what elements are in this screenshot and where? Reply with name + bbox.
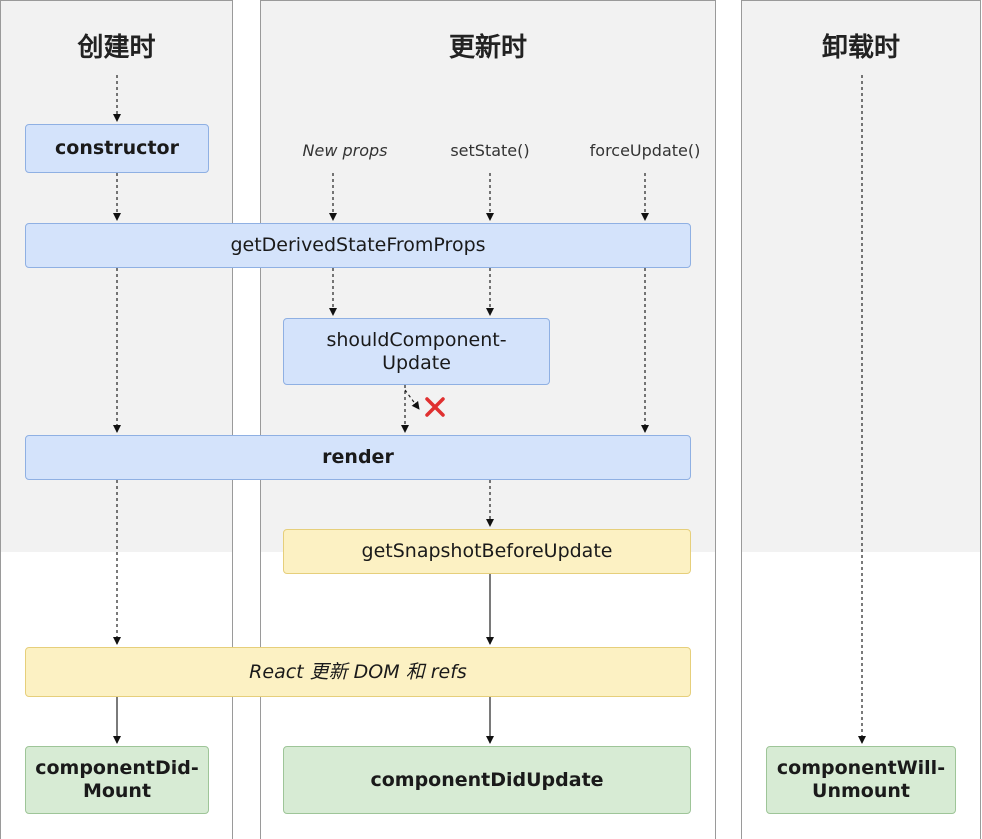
- mount-column-title: 创建时: [77, 33, 156, 63]
- constructor-box: constructor: [25, 124, 209, 173]
- update-column-title: 更新时: [448, 33, 527, 63]
- unmount-column: 卸载时: [741, 0, 981, 839]
- unmount-column-title: 卸载时: [821, 33, 900, 63]
- component-did-update-box: componentDidUpdate: [283, 746, 691, 814]
- cross-icon: [425, 397, 445, 417]
- should-component-update-line1: shouldComponent-: [326, 328, 507, 351]
- component-will-unmount-line1: componentWill-: [776, 757, 946, 780]
- trigger-set-state: setState(): [450, 141, 530, 160]
- should-component-update-line2: Update: [382, 351, 451, 374]
- render-box: render: [25, 435, 691, 480]
- component-did-mount-line2: Mount: [82, 780, 152, 802]
- component-did-mount-line1: componentDid-: [35, 757, 199, 780]
- react-update-dom-box: React 更新 DOM 和 refs: [25, 647, 691, 697]
- update-column: 更新时: [260, 0, 716, 839]
- component-will-unmount-line2: Unmount: [812, 780, 910, 802]
- trigger-new-props: New props: [302, 141, 388, 160]
- get-derived-state-from-props-box: getDerivedStateFromProps: [25, 223, 691, 268]
- component-will-unmount-box: componentWill- Unmount: [766, 746, 956, 814]
- get-snapshot-before-update-box: getSnapshotBeforeUpdate: [283, 529, 691, 574]
- should-component-update-box: shouldComponent- Update: [283, 318, 550, 385]
- trigger-force-update: forceUpdate(): [589, 141, 701, 160]
- component-did-mount-box: componentDid- Mount: [25, 746, 209, 814]
- arrow-should-cancel: [404, 389, 420, 410]
